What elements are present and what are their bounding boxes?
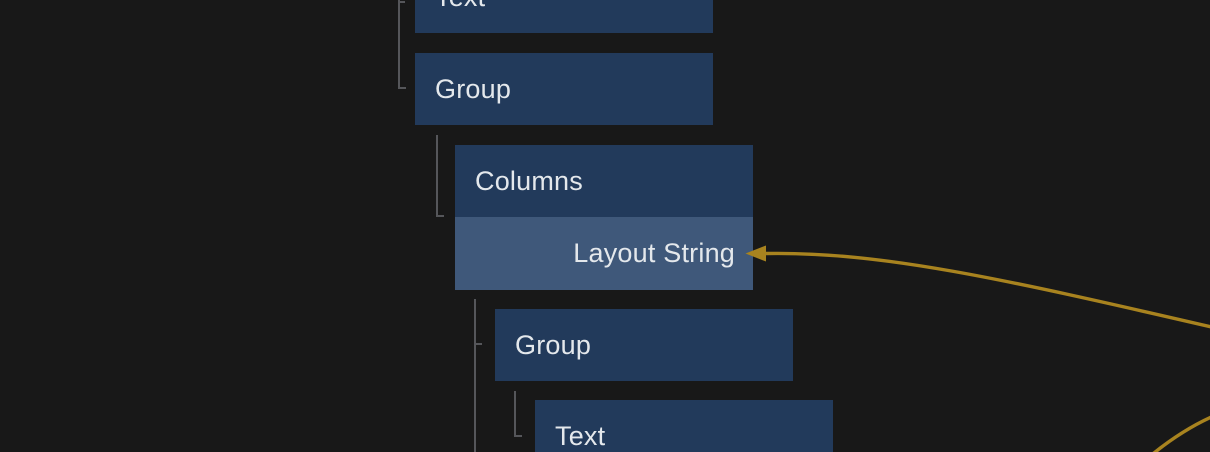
tree-node-text-2[interactable]: Text — [535, 400, 833, 452]
tree-connector-elbow-columns — [436, 215, 444, 217]
edge-wire-to-layout-string[interactable] — [765, 251, 1210, 329]
edge-wire-bottom-right[interactable] — [1149, 415, 1210, 452]
tree-connector-elbow-text-2 — [514, 435, 522, 437]
tree-node-group-1[interactable]: Group — [415, 53, 713, 125]
tree-connector-elbow-group-2 — [474, 343, 482, 345]
tree-connector-elbow-text-1 — [398, 1, 405, 3]
tree-connector-trunk-1 — [398, 0, 400, 89]
tree-connector-trunk-4 — [514, 391, 516, 437]
node-label: Columns — [475, 165, 583, 196]
tree-node-text-1[interactable]: Text — [415, 0, 713, 33]
tree-connector-trunk-2 — [436, 135, 438, 217]
node-port-layout-string[interactable]: Layout String — [455, 217, 753, 290]
node-label: Group — [435, 73, 512, 104]
tree-connector-trunk-3 — [474, 299, 476, 452]
node-label: Group — [515, 329, 592, 360]
tree-connector-elbow-group-1 — [398, 87, 406, 89]
node-label: Text — [555, 420, 606, 451]
port-label: Layout String — [573, 238, 735, 268]
tree-node-columns-header[interactable]: Columns — [455, 145, 753, 217]
node-label: Text — [435, 0, 485, 13]
tree-node-columns: Columns Layout String — [455, 145, 753, 290]
tree-node-group-2[interactable]: Group — [495, 309, 793, 381]
